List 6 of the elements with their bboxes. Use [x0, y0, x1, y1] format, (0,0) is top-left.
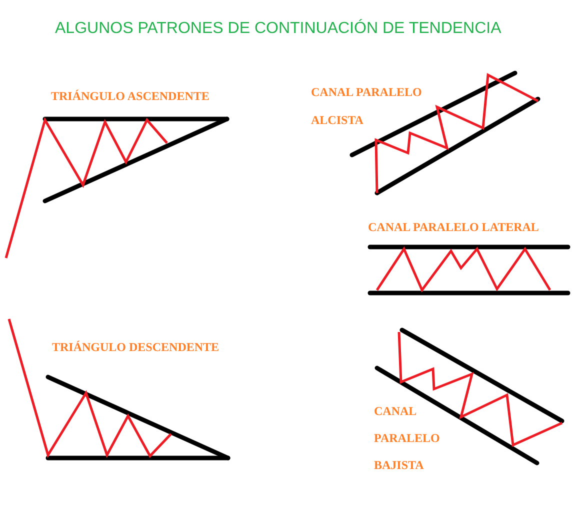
- pattern-label: CANAL PARALELO ALCISTA: [311, 84, 423, 129]
- pattern-label: TRIÁNGULO ASCENDENTE: [51, 89, 210, 103]
- pattern-label: TRIÁNGULO DESCENDENTE: [52, 340, 220, 354]
- page-title: ALGUNOS PATRONES DE CONTINUACIÓN DE TENDENCIA: [55, 19, 502, 38]
- pattern-label: CANAL PARALELO LATERAL: [368, 220, 539, 234]
- pattern-label: CANAL PARALELO BAJISTA: [374, 403, 441, 474]
